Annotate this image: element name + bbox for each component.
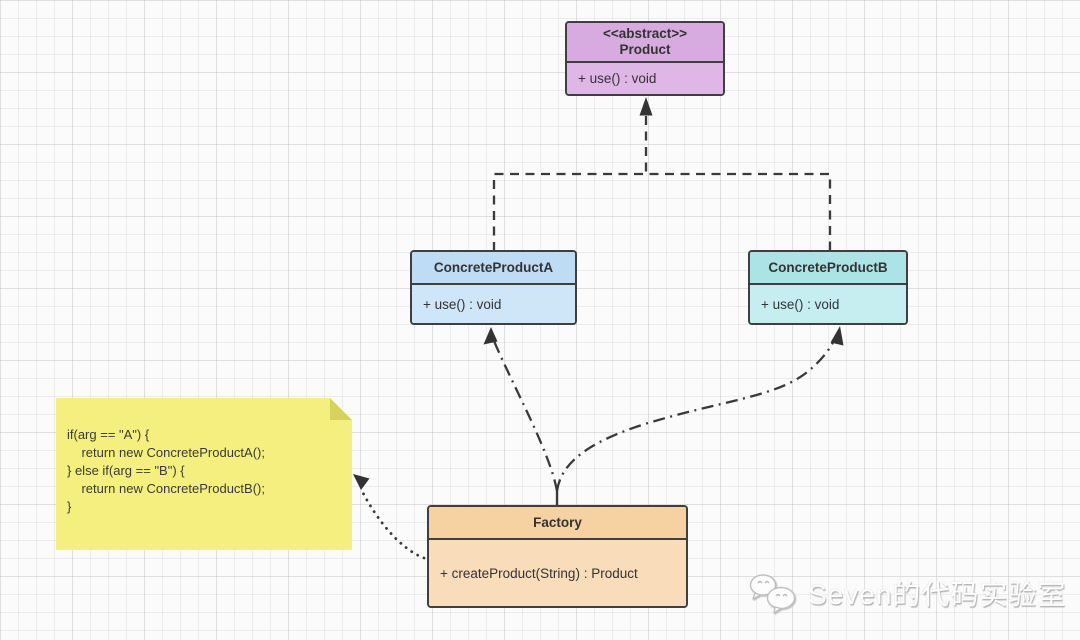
class-method: + use() : void: [578, 71, 657, 86]
class-stereotype: <<abstract>>: [602, 26, 688, 41]
class-method: + use() : void: [423, 296, 502, 312]
wechat-icon: [749, 574, 796, 614]
class-a-header: ConcreteProductA: [412, 252, 575, 285]
arrowhead-to-note: [353, 474, 370, 490]
class-product-body: + use() : void: [567, 63, 723, 94]
arrowhead-to-b: [830, 326, 844, 346]
class-name: ConcreteProductB: [768, 259, 888, 275]
arrowhead-to-product: [639, 97, 653, 116]
note-code-line: return new ConcreteProductA();: [67, 445, 265, 460]
class-method: + createProduct(String) : Product: [440, 565, 638, 581]
sticky-note[interactable]: if(arg == "A") { return new ConcreteProd…: [56, 398, 352, 550]
class-factory[interactable]: Factory + createProduct(String) : Produc…: [427, 505, 688, 608]
dependency-line-factory-a[interactable]: [492, 340, 559, 492]
class-concrete-product-a[interactable]: ConcreteProductA + use() : void: [410, 250, 577, 325]
class-factory-body: + createProduct(String) : Product: [429, 540, 686, 606]
note-code-line: return new ConcreteProductB();: [67, 481, 265, 496]
class-name: ConcreteProductA: [433, 259, 554, 275]
class-name: Factory: [533, 514, 582, 530]
class-b-body: + use() : void: [750, 285, 906, 323]
watermark-text: Seven的代码实验室: [808, 579, 1067, 610]
class-product-header: <<abstract>> Product: [567, 23, 723, 63]
class-b-header: ConcreteProductB: [750, 252, 906, 285]
class-name: Product: [619, 42, 671, 57]
note-code-line: } else if(arg == "B") {: [67, 463, 185, 478]
class-a-body: + use() : void: [412, 285, 575, 323]
realization-line-tree[interactable]: [492, 172, 832, 251]
note-code-line: }: [67, 499, 72, 514]
note-link-line[interactable]: [360, 489, 426, 560]
note-code-line: if(arg == "A") {: [67, 427, 150, 442]
class-product[interactable]: <<abstract>> Product + use() : void: [565, 21, 725, 96]
watermark: Seven的代码实验室: [748, 570, 1066, 616]
arrowhead-to-a: [483, 327, 498, 345]
class-method: + use() : void: [761, 296, 840, 312]
dependency-line-factory-b[interactable]: [555, 333, 839, 492]
class-concrete-product-b[interactable]: ConcreteProductB + use() : void: [748, 250, 908, 325]
class-factory-header: Factory: [429, 507, 686, 540]
